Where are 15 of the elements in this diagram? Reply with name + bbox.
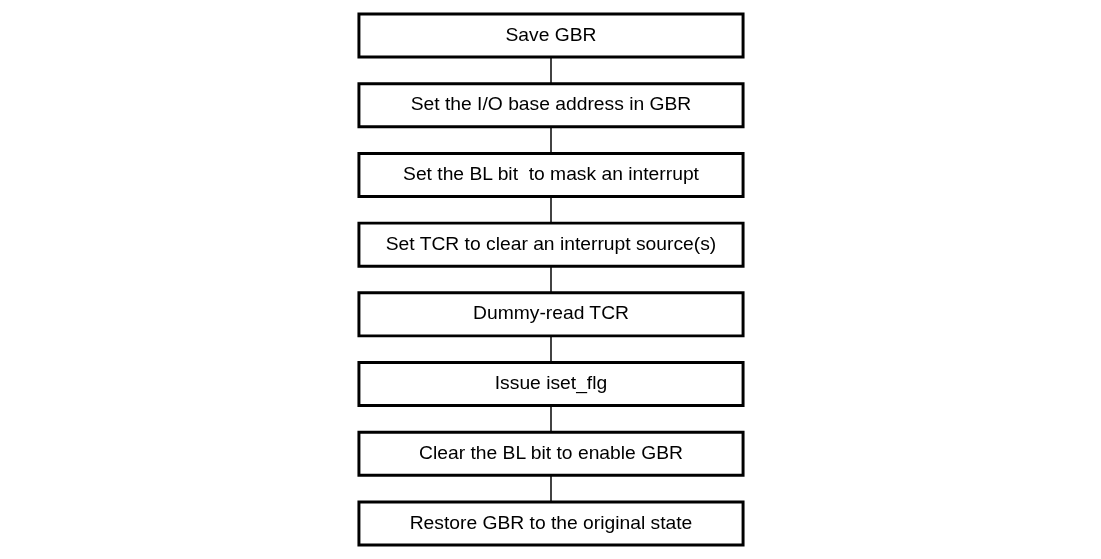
- node-box: Set the I/O base address in GBR: [356, 82, 745, 129]
- connector: [549, 474, 552, 503]
- connector: [549, 126, 552, 154]
- connector: [549, 405, 552, 433]
- node-box: Issue iset_flg: [356, 361, 745, 408]
- node-box: Restore GBR to the original state: [356, 500, 745, 547]
- node-box: Dummy-read TCR: [356, 291, 745, 338]
- node-box: Save GBR: [356, 12, 745, 59]
- connector: [549, 196, 552, 224]
- connector: [549, 335, 552, 364]
- node-box: Clear the BL bit to enable GBR: [356, 430, 745, 477]
- connector: [549, 265, 552, 294]
- connector: [549, 56, 552, 85]
- node-box: Set the BL bit to mask an interrupt: [356, 151, 745, 198]
- node-box: Set TCR to clear an interrupt source(s): [356, 221, 745, 268]
